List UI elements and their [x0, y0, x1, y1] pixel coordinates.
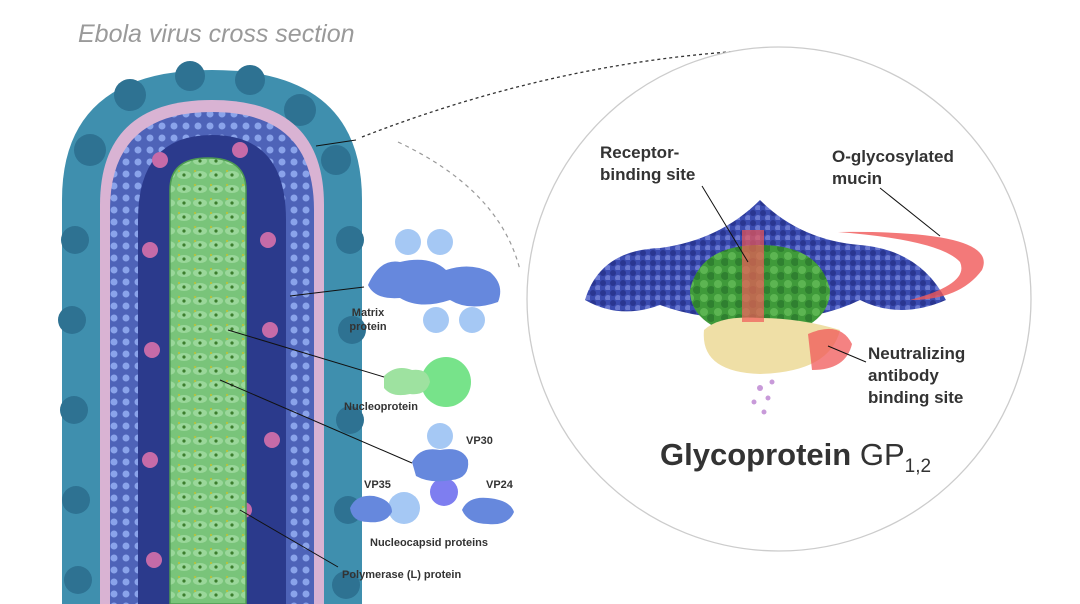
matrix-protein-label-line1: Matrix [351, 307, 385, 319]
glycoprotein-subscript: 1,2 [904, 456, 932, 477]
matrix-protein-label-line2: protein [349, 321, 387, 333]
glycoprotein-name: Glycoprotein [660, 437, 852, 472]
nucleocapsid [169, 157, 247, 604]
neutralizing-label: Neutralizing antibody binding site [868, 343, 965, 409]
neutralizing-line1: Neutralizing [868, 344, 966, 363]
o-glycosylated-line2: mucin [832, 169, 883, 188]
vp24-label: VP24 [486, 479, 513, 491]
vp35-label: VP35 [364, 479, 391, 491]
nucleocapsid-protein-molecules [350, 423, 514, 525]
virus-body [58, 61, 366, 604]
nucleoprotein-label: Nucleoprotein [344, 401, 418, 413]
matrix-protein-molecule [368, 229, 501, 333]
zoom-leader-bottom [397, 141, 521, 271]
nucleoprotein-molecule [384, 357, 471, 407]
o-glycosylated-label: O-glycosylated mucin [832, 146, 954, 190]
receptor-binding-line2: binding site [600, 165, 696, 184]
neutralizing-line2: antibody [868, 366, 939, 385]
glycoprotein-title: Glycoprotein GP1,2 [660, 437, 931, 478]
spike-clusters [58, 61, 366, 599]
o-glycosylated-line1: O-glycosylated [832, 147, 954, 166]
vp30-label: VP30 [466, 435, 493, 447]
gp-leader-lines [701, 185, 941, 363]
glycoprotein-structure [585, 200, 984, 415]
receptor-binding-line1: Receptor- [600, 143, 680, 162]
neutralizing-line3: binding site [868, 388, 964, 407]
page-title: Ebola virus cross section [78, 20, 355, 48]
zoom-leader-top [361, 49, 761, 138]
matrix-protein-label: Matrix protein [346, 306, 390, 334]
leader-lines [219, 139, 413, 568]
polymerase-label: Polymerase (L) protein [342, 569, 462, 581]
glycoprotein-gp: GP [859, 437, 905, 472]
receptor-binding-label: Receptor- binding site [600, 142, 695, 186]
nucleocapsid-proteins-label: Nucleocapsid proteins [370, 537, 488, 549]
